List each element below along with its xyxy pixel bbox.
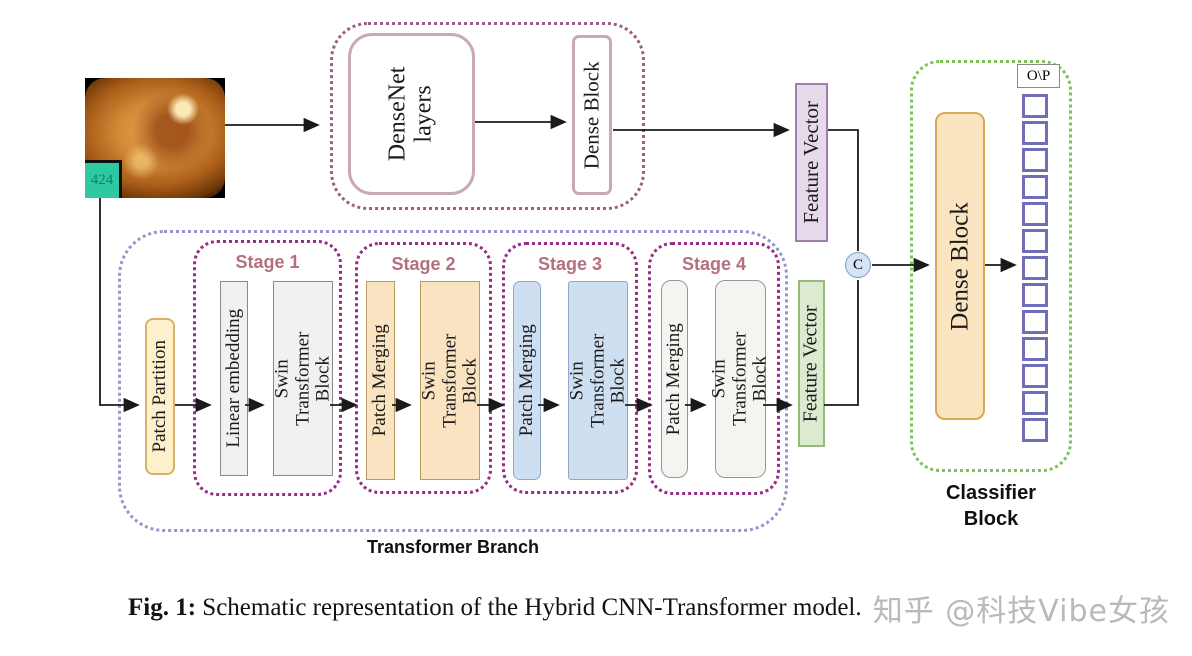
output-cell	[1022, 148, 1048, 172]
stage-1-swin-block-label: Swin Transformer Block	[271, 331, 334, 426]
feature-vector-transformer: Feature Vector	[798, 280, 825, 447]
stage-2-container: Stage 2 Patch Merging Swin Transformer B…	[355, 242, 492, 494]
stage-1-container: Stage 1 Linear embedding Swin Transforme…	[193, 240, 342, 496]
densenet-layers-box: DenseNet layers	[348, 33, 475, 195]
output-cell	[1022, 256, 1048, 280]
feature-vector-transformer-label: Feature Vector	[799, 305, 822, 422]
stage-1-title: Stage 1	[235, 252, 300, 272]
stage-2-swin-block-box: Swin Transformer Block	[418, 281, 481, 480]
classifier-dense-block-label: Dense Block	[946, 201, 974, 331]
figure-caption-prefix: Fig. 1:	[128, 594, 197, 621]
input-endoscopy-image: 424	[85, 78, 225, 198]
concat-node: C	[845, 252, 871, 278]
cnn-dense-block-box: Dense Block	[572, 35, 612, 195]
stage-2-patch-merging-label: Patch Merging	[369, 324, 391, 437]
stage-2-swin-block-label: Swin Transformer Block	[418, 333, 481, 428]
output-cell	[1022, 364, 1048, 388]
stage-1-linear-embedding-box: Linear embedding	[220, 281, 248, 476]
output-label-box: O\P	[1017, 64, 1060, 88]
output-cell	[1022, 202, 1048, 226]
patch-partition-label: Patch Partition	[148, 340, 170, 453]
feature-vector-cnn: Feature Vector	[795, 83, 828, 242]
stage-1-swin-block-box: Swin Transformer Block	[271, 281, 334, 476]
stage-4-title: Stage 4	[681, 254, 747, 274]
figure-caption: Fig. 1: Schematic representation of the …	[128, 594, 862, 622]
stage-3-patch-merging-label: Patch Merging	[515, 324, 537, 437]
watermark: 知乎 @科技Vibe女孩	[872, 594, 1170, 629]
classifier-block-title: Classifier Block	[945, 482, 1037, 530]
transformer-branch-title: Transformer Branch	[366, 537, 540, 557]
output-cell	[1022, 283, 1048, 307]
stage-3-title: Stage 3	[537, 254, 603, 274]
output-label: O\P	[1026, 67, 1051, 84]
output-cell	[1022, 121, 1048, 145]
stage-4-swin-block-label: Swin Transformer Block	[708, 331, 771, 427]
concat-node-label: C	[852, 256, 863, 273]
stage-3-patch-merging-box: Patch Merging	[513, 281, 541, 480]
figure-caption-text: Schematic representation of the Hybrid C…	[196, 594, 862, 621]
stage-4-swin-block-box: Swin Transformer Block	[709, 280, 771, 478]
stage-3-swin-block-label: Swin Transformer Block	[566, 333, 629, 428]
output-cells	[1022, 94, 1048, 442]
stage-4-patch-merging-box: Patch Merging	[661, 280, 688, 478]
stage-3-container: Stage 3 Patch Merging Swin Transformer B…	[502, 242, 638, 494]
feature-vector-cnn-label: Feature Vector	[799, 101, 824, 224]
stage-4-container: Stage 4 Patch Merging Swin Transformer B…	[648, 242, 780, 495]
output-cell	[1022, 94, 1048, 118]
output-cell	[1022, 337, 1048, 361]
output-cell	[1022, 418, 1048, 442]
output-cell	[1022, 310, 1048, 334]
cnn-dense-block-label: Dense Block	[579, 61, 604, 169]
stage-3-swin-block-box: Swin Transformer Block	[566, 281, 629, 480]
stage-4-patch-merging-label: Patch Merging	[663, 322, 685, 436]
output-cell	[1022, 391, 1048, 415]
classifier-block-container	[910, 60, 1072, 472]
stage-2-title: Stage 2	[391, 254, 456, 274]
stage-2-patch-merging-box: Patch Merging	[366, 281, 395, 480]
cnn-branch-container	[330, 22, 645, 210]
patch-partition-box: Patch Partition	[145, 318, 175, 475]
output-cell	[1022, 175, 1048, 199]
stage-1-linear-embedding-label: Linear embedding	[222, 309, 244, 448]
densenet-layers-label: DenseNet layers	[384, 66, 437, 162]
image-corner-label: 424	[85, 160, 122, 198]
classifier-dense-block-box: Dense Block	[935, 112, 985, 420]
output-cell	[1022, 229, 1048, 253]
